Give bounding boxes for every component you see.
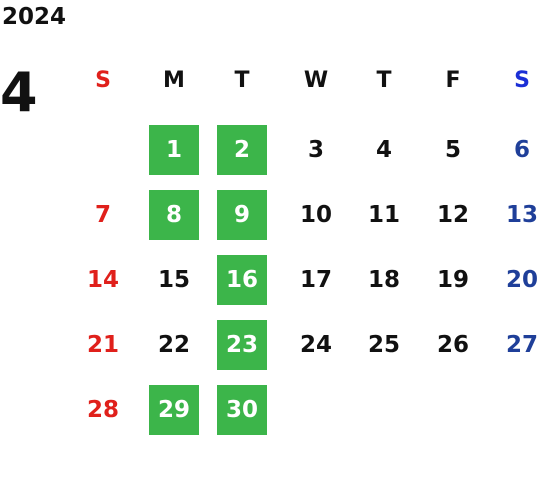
calendar-day-3[interactable]: 3 [307, 137, 324, 163]
calendar-day-10[interactable]: 10 [299, 202, 332, 228]
calendar-day-5[interactable]: 5 [444, 137, 461, 163]
calendar-day-23[interactable]: 23 [217, 320, 267, 370]
weekday-header-fri: F [445, 68, 461, 93]
calendar-day-26[interactable]: 26 [436, 332, 469, 358]
calendar-day-1[interactable]: 1 [149, 125, 199, 175]
weekday-header-sat: S [514, 68, 530, 93]
calendar-day-15[interactable]: 15 [157, 267, 190, 293]
year-label: 2024 [2, 4, 67, 30]
calendar-day-17[interactable]: 17 [299, 267, 332, 293]
calendar-day-21[interactable]: 21 [86, 332, 119, 358]
calendar-day-19[interactable]: 19 [436, 267, 469, 293]
calendar-day-6[interactable]: 6 [513, 137, 530, 163]
calendar-day-28[interactable]: 28 [86, 397, 119, 423]
calendar-day-16[interactable]: 16 [217, 255, 267, 305]
calendar-day-7[interactable]: 7 [94, 202, 111, 228]
calendar-day-11[interactable]: 11 [367, 202, 400, 228]
weekday-header-mon: M [163, 68, 185, 93]
calendar-day-8[interactable]: 8 [149, 190, 199, 240]
calendar-day-29[interactable]: 29 [149, 385, 199, 435]
calendar-day-24[interactable]: 24 [299, 332, 332, 358]
weekday-header-sun: S [95, 68, 111, 93]
month-number: 4 [0, 61, 38, 124]
calendar-day-25[interactable]: 25 [367, 332, 400, 358]
calendar-day-14[interactable]: 14 [86, 267, 119, 293]
calendar-day-27[interactable]: 27 [505, 332, 538, 358]
calendar-day-9[interactable]: 9 [217, 190, 267, 240]
weekday-header-thu: T [376, 68, 392, 93]
calendar-day-22[interactable]: 22 [157, 332, 190, 358]
weekday-header-tue: T [234, 68, 250, 93]
calendar-day-2[interactable]: 2 [217, 125, 267, 175]
weekday-header-wed: W [303, 68, 329, 93]
calendar-day-12[interactable]: 12 [436, 202, 469, 228]
calendar-day-30[interactable]: 30 [217, 385, 267, 435]
calendar-day-20[interactable]: 20 [505, 267, 538, 293]
calendar-day-18[interactable]: 18 [367, 267, 400, 293]
calendar-day-4[interactable]: 4 [375, 137, 392, 163]
calendar-day-13[interactable]: 13 [505, 202, 538, 228]
